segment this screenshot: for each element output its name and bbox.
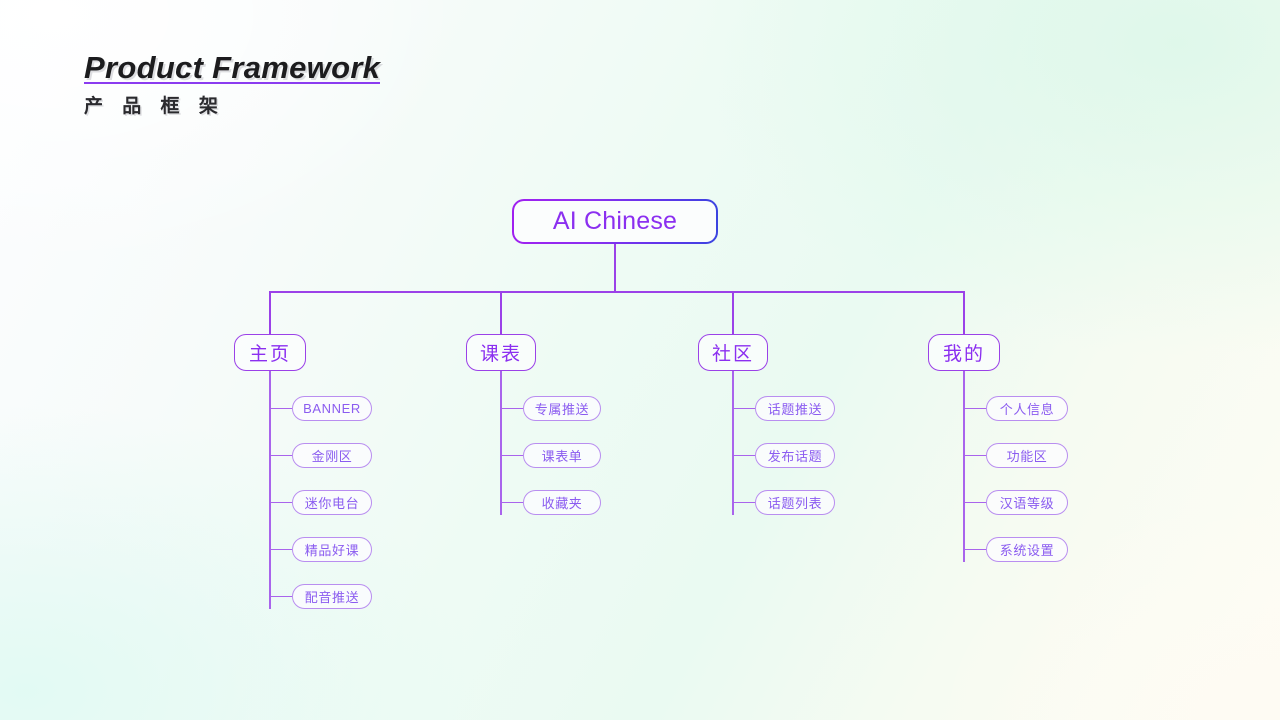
connector-leaf-stub xyxy=(501,407,523,410)
leaf-node[interactable]: 话题推送 xyxy=(755,396,835,421)
leaf-node[interactable]: 收藏夹 xyxy=(523,490,601,515)
page-title-cn: 产 品 框 架 xyxy=(84,96,225,117)
branch-node-community-label: 社区 xyxy=(711,344,754,365)
leaf-node[interactable]: 专属推送 xyxy=(523,396,601,421)
branch-node-mine[interactable]: 我的 xyxy=(928,334,1000,371)
connector-branch-drop xyxy=(963,291,965,334)
leaf-node-label: 功能区 xyxy=(1006,449,1048,464)
leaf-node-label: 汉语等级 xyxy=(999,496,1055,511)
connector-leaf-stub xyxy=(501,454,523,457)
page-heading: Product Framework 产 品 框 架 xyxy=(84,50,381,119)
branch-node-home-label: 主页 xyxy=(248,344,291,365)
connector-leaf-stub xyxy=(964,407,986,410)
connector-root-stem xyxy=(614,244,616,293)
leaf-node[interactable]: 课表单 xyxy=(523,443,601,468)
leaf-node-label: 个人信息 xyxy=(999,402,1055,417)
connector-leaf-stub xyxy=(964,548,986,551)
leaf-node-label: 专属推送 xyxy=(534,402,590,417)
connector-leaf-stub xyxy=(270,501,292,504)
leaf-node-label: 课表单 xyxy=(541,449,583,464)
leaf-node[interactable]: 精品好课 xyxy=(292,537,372,562)
leaf-node[interactable]: BANNER xyxy=(292,396,372,421)
connector-leaf-stub xyxy=(733,454,755,457)
connector-branch-rail xyxy=(732,371,734,515)
connector-bus-horizontal xyxy=(270,291,964,293)
leaf-node[interactable]: 金刚区 xyxy=(292,443,372,468)
leaf-node-label: 配音推送 xyxy=(304,590,360,605)
connector-leaf-stub xyxy=(501,501,523,504)
page-title-en: Product Framework xyxy=(84,50,381,86)
connector-branch-rail xyxy=(500,371,502,515)
connector-leaf-stub xyxy=(733,501,755,504)
leaf-node[interactable]: 汉语等级 xyxy=(986,490,1068,515)
branch-node-mine-label: 我的 xyxy=(942,344,985,365)
leaf-node[interactable]: 个人信息 xyxy=(986,396,1068,421)
branch-node-schedule[interactable]: 课表 xyxy=(466,334,536,371)
leaf-node[interactable]: 发布话题 xyxy=(755,443,835,468)
connector-branch-rail xyxy=(269,371,271,609)
leaf-node-label: 迷你电台 xyxy=(304,496,360,511)
leaf-node[interactable]: 配音推送 xyxy=(292,584,372,609)
root-node[interactable]: AI Chinese xyxy=(512,199,718,244)
branch-node-community[interactable]: 社区 xyxy=(698,334,768,371)
connector-leaf-stub xyxy=(964,454,986,457)
connector-branch-drop xyxy=(269,291,271,334)
connector-leaf-stub xyxy=(270,595,292,598)
leaf-node-label: 系统设置 xyxy=(999,543,1055,558)
leaf-node-label: 话题推送 xyxy=(767,402,823,417)
connector-leaf-stub xyxy=(270,407,292,410)
leaf-node-label: BANNER xyxy=(303,401,361,416)
leaf-node-label: 话题列表 xyxy=(767,496,823,511)
leaf-node-label: 发布话题 xyxy=(767,449,823,464)
connector-branch-drop xyxy=(732,291,734,334)
connector-branch-drop xyxy=(500,291,502,334)
connector-leaf-stub xyxy=(270,454,292,457)
title-underline-accent xyxy=(84,82,381,84)
page-title-en-text: Product Framework xyxy=(84,50,381,85)
leaf-node[interactable]: 迷你电台 xyxy=(292,490,372,515)
leaf-node[interactable]: 话题列表 xyxy=(755,490,835,515)
connector-branch-rail xyxy=(963,371,965,562)
connector-leaf-stub xyxy=(964,501,986,504)
branch-node-home[interactable]: 主页 xyxy=(234,334,306,371)
leaf-node-label: 金刚区 xyxy=(311,449,353,464)
leaf-node[interactable]: 功能区 xyxy=(986,443,1068,468)
leaf-node-label: 精品好课 xyxy=(304,543,360,558)
branch-node-schedule-label: 课表 xyxy=(479,344,522,365)
leaf-node[interactable]: 系统设置 xyxy=(986,537,1068,562)
connector-leaf-stub xyxy=(733,407,755,410)
root-node-label: AI Chinese xyxy=(552,207,678,235)
connector-leaf-stub xyxy=(270,548,292,551)
leaf-node-label: 收藏夹 xyxy=(541,496,583,511)
